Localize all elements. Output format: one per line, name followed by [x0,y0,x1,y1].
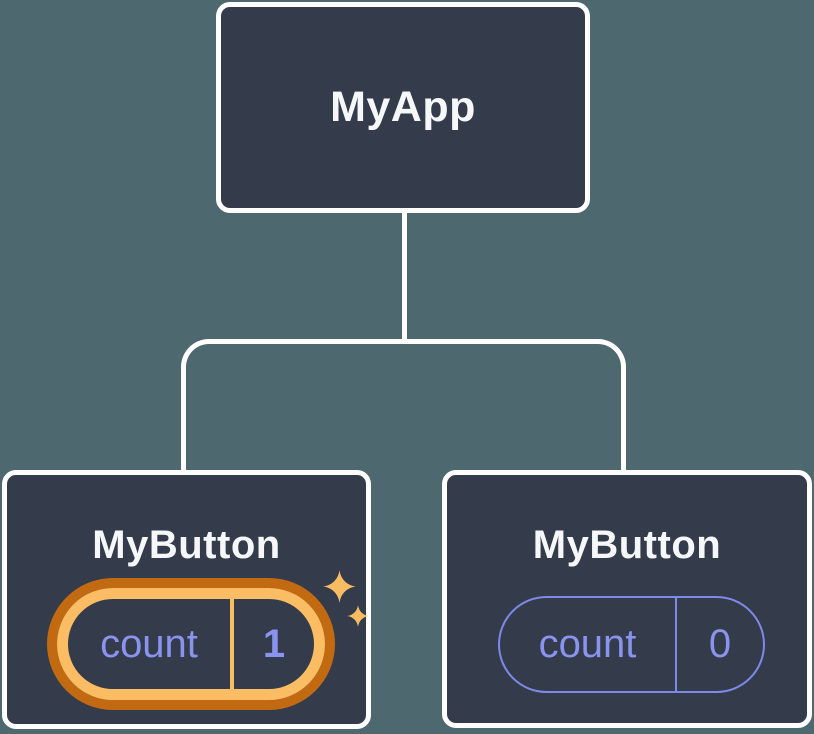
tree-node-root: MyApp [216,2,590,213]
state-value: 0 [708,622,732,666]
child-node-label: MyButton [532,523,722,567]
tree-node-child-normal: MyButton count 0 [442,470,812,728]
state-key: count [100,621,198,666]
state-pill-highlighted: count 1 [57,588,325,700]
state-key: count [538,622,637,666]
state-pill-divider [230,599,234,689]
connector-root-stem [402,211,407,341]
state-pill-divider [675,598,677,691]
state-pill: count 0 [498,596,765,693]
root-node-label: MyApp [330,83,476,131]
sparkle-icon [323,570,369,627]
tree-node-child-highlighted: MyButton count 1 [2,470,371,729]
connector-branch-bracket [181,339,626,472]
state-value: 1 [262,621,286,666]
child-node-label: MyButton [92,523,281,567]
